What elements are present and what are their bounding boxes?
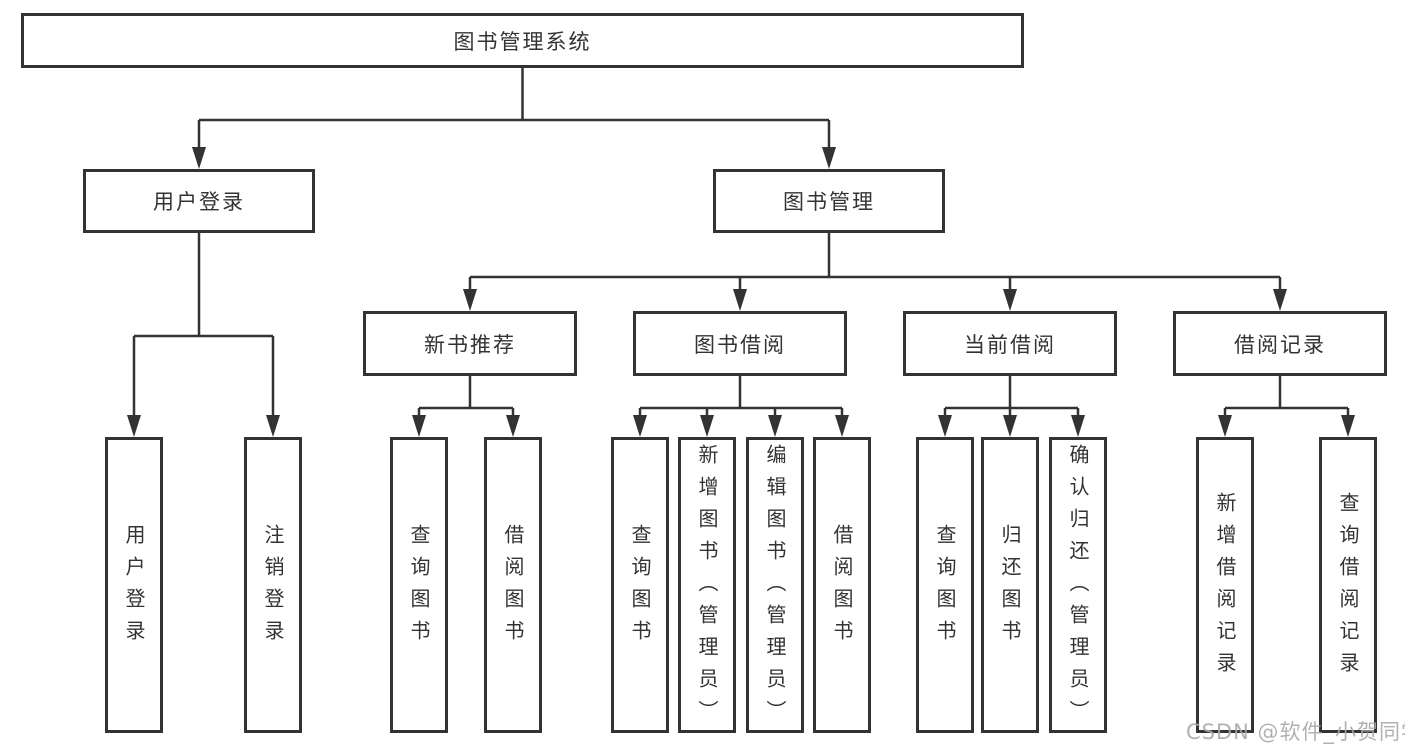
leaf-query-books-2: 查询图书 xyxy=(611,437,669,733)
leaf-user-login: 用户登录 xyxy=(105,437,163,733)
leaf-confirm-return-admin: 确认归还（管理员） xyxy=(1049,437,1107,733)
leaf-query-books-3: 查询图书 xyxy=(916,437,974,733)
leaf-confirm-return-admin-label: 确认归还（管理员） xyxy=(1066,444,1090,732)
leaf-edit-books-admin-label: 编辑图书（管理员） xyxy=(763,444,787,732)
leaf-query-books-1-label: 查询图书 xyxy=(407,524,431,652)
node-current-borrow-label: 当前借阅 xyxy=(964,332,1056,357)
leaf-add-borrow-record: 新增借阅记录 xyxy=(1196,437,1254,733)
leaf-logout: 注销登录 xyxy=(244,437,302,733)
leaf-user-login-label: 用户登录 xyxy=(122,524,146,652)
leaf-logout-label: 注销登录 xyxy=(261,524,285,652)
leaf-edit-books-admin: 编辑图书（管理员） xyxy=(746,437,804,733)
node-borrow-records-label: 借阅记录 xyxy=(1234,332,1326,357)
watermark-text: CSDN @软件_小贺同学 xyxy=(1186,720,1405,744)
node-book-management-label: 图书管理 xyxy=(783,190,875,214)
node-borrow-records: 借阅记录 xyxy=(1173,311,1387,376)
leaf-query-books-2-label: 查询图书 xyxy=(628,524,652,652)
leaf-query-borrow-record-label: 查询借阅记录 xyxy=(1336,492,1360,684)
node-root-label: 图书管理系统 xyxy=(453,29,592,54)
leaf-add-books-admin-label: 新增图书（管理员） xyxy=(695,444,719,732)
node-book-management: 图书管理 xyxy=(713,169,945,233)
leaf-borrow-books-1: 借阅图书 xyxy=(484,437,542,733)
node-root: 图书管理系统 xyxy=(21,13,1024,68)
leaf-query-borrow-record: 查询借阅记录 xyxy=(1319,437,1377,733)
leaf-borrow-books-2-label: 借阅图书 xyxy=(830,524,854,652)
leaf-return-books: 归还图书 xyxy=(981,437,1039,733)
node-book-borrow-label: 图书借阅 xyxy=(694,332,786,357)
leaf-add-books-admin: 新增图书（管理员） xyxy=(678,437,736,733)
leaf-query-books-3-label: 查询图书 xyxy=(933,524,957,652)
node-current-borrow: 当前借阅 xyxy=(903,311,1117,376)
leaf-add-borrow-record-label: 新增借阅记录 xyxy=(1213,492,1237,684)
leaf-query-books-1: 查询图书 xyxy=(390,437,448,733)
leaf-borrow-books-2: 借阅图书 xyxy=(813,437,871,733)
node-book-borrow: 图书借阅 xyxy=(633,311,847,376)
node-user-login-label: 用户登录 xyxy=(153,190,245,214)
node-new-book-recommend-label: 新书推荐 xyxy=(424,332,516,357)
node-user-login: 用户登录 xyxy=(83,169,315,233)
leaf-borrow-books-1-label: 借阅图书 xyxy=(501,524,525,652)
leaf-return-books-label: 归还图书 xyxy=(998,524,1022,652)
node-new-book-recommend: 新书推荐 xyxy=(363,311,577,376)
